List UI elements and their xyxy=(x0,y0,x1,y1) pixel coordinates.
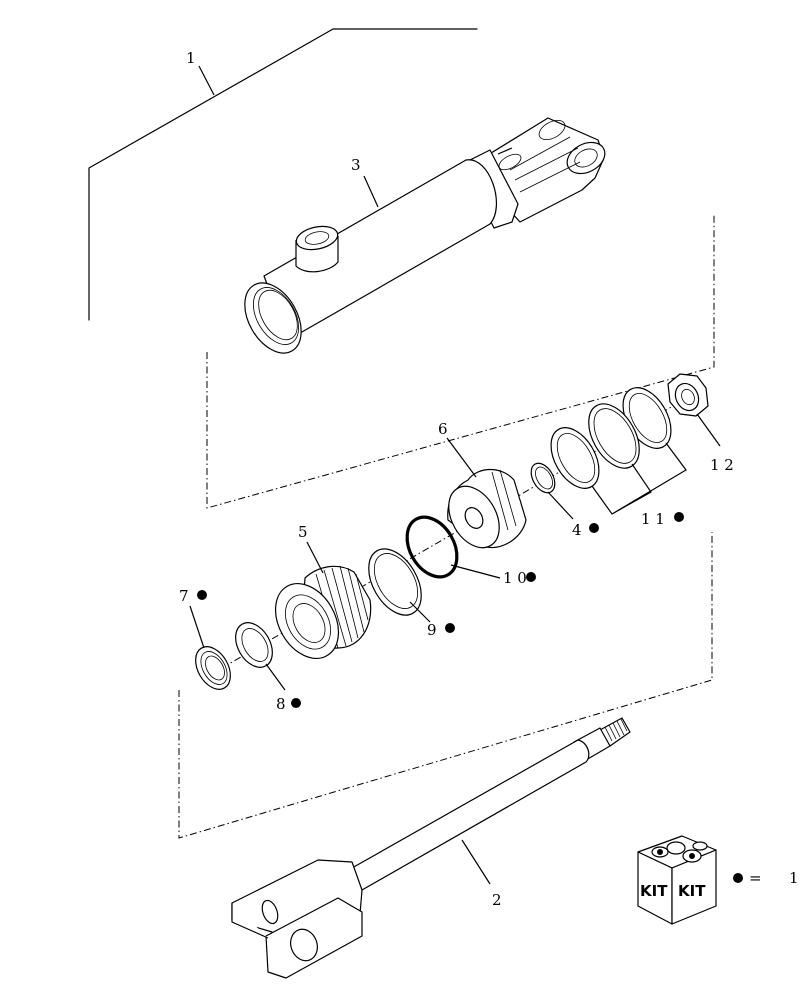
legend-equals: = xyxy=(749,869,762,887)
callout-4: 4 xyxy=(572,521,582,539)
cylinder-barrel xyxy=(244,117,606,354)
kit-dot-7 xyxy=(197,590,207,600)
piston xyxy=(447,468,527,549)
assembly-bracket-line xyxy=(88,28,478,321)
callout-leader-7 xyxy=(189,605,205,649)
callout-8: 8 xyxy=(276,695,286,713)
wiper-ring-8 xyxy=(235,622,273,668)
kit-dot-4 xyxy=(589,523,599,533)
callout-5: 5 xyxy=(298,523,308,541)
callout-bracket-11 xyxy=(591,442,687,515)
callout-leader-9 xyxy=(409,601,431,623)
kit-dot-10 xyxy=(526,572,536,582)
callout-3: 3 xyxy=(351,156,361,174)
callout-11: 1 1 xyxy=(641,510,665,528)
callout-leader-8 xyxy=(265,663,286,691)
legend-dot xyxy=(733,873,743,883)
callout-6: 6 xyxy=(438,420,448,438)
callout-12: 1 2 xyxy=(710,456,734,474)
kit-dot-9 xyxy=(445,623,455,633)
callout-leader-1 xyxy=(198,65,215,96)
callout-9: 9 xyxy=(427,621,437,639)
kit-label-right: KIT xyxy=(678,882,706,900)
lower-assembly-guide xyxy=(178,532,713,839)
o-ring-10 xyxy=(405,515,459,579)
o-ring-4 xyxy=(530,462,556,494)
kit-dot-11 xyxy=(674,512,684,522)
callout-2: 2 xyxy=(492,891,502,909)
piston-rod xyxy=(231,717,631,979)
rod-seal-7 xyxy=(195,646,231,690)
gland xyxy=(274,565,372,659)
lock-nut xyxy=(667,373,709,417)
kit-dot-8 xyxy=(291,698,301,708)
callout-7: 7 xyxy=(179,587,189,605)
seal-ring-set-11 xyxy=(550,387,672,489)
callout-leader-6 xyxy=(446,437,477,478)
callout-leader-4 xyxy=(547,491,574,520)
callout-leader-2 xyxy=(461,839,491,885)
kit-label-left: KIT xyxy=(640,882,668,900)
upper-assembly-guide xyxy=(206,215,715,509)
callout-leader-3 xyxy=(363,175,379,208)
callout-leader-10 xyxy=(450,564,501,579)
callout-leader-5 xyxy=(306,541,324,574)
backup-ring-9 xyxy=(368,548,422,616)
callout-1: 1 xyxy=(186,49,196,67)
callout-10: 1 0 xyxy=(503,569,527,587)
callout-leader-12 xyxy=(696,413,721,447)
kit-box-icon: KIT KIT xyxy=(637,835,717,925)
legend-value: 1 xyxy=(789,869,799,887)
